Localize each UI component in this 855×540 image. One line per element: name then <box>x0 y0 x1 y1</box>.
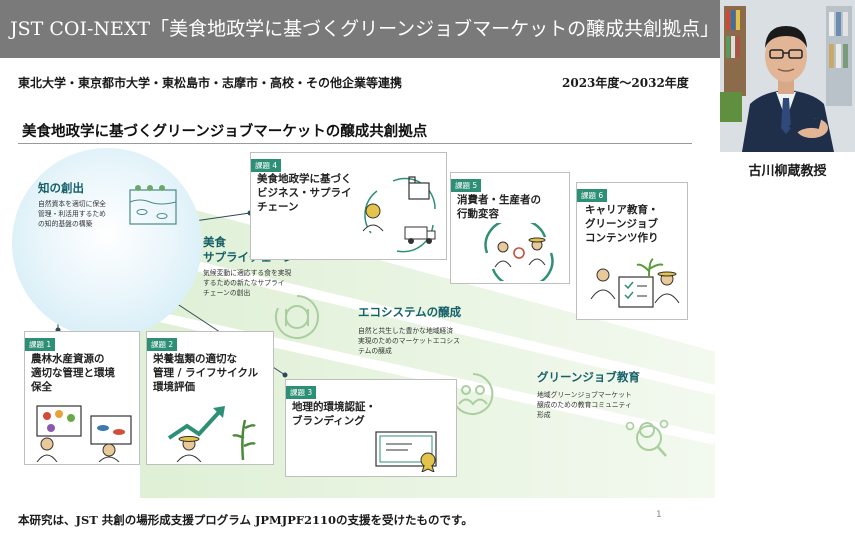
supply-chain-icon <box>362 176 436 253</box>
task-card-5: 課題 5 消費者・生産者の 行動変容 <box>450 172 570 284</box>
task-label: 消費者・生産者の 行動変容 <box>457 194 541 220</box>
knowledge-title: 知の創出 <box>38 181 84 195</box>
stage-ecosystem-title: エコシステムの醸成 <box>358 305 462 319</box>
page-number: 1 <box>656 510 662 520</box>
task-tag: 課題 3 <box>286 386 317 399</box>
professor-name: 古川柳蔵教授 <box>748 164 827 179</box>
task-label: 美食地政学に基づく ビジネス・サプライ チェーン <box>257 173 352 213</box>
diagram-title: 美食地政学に基づくグリーンジョブマーケットの醸成共創拠点 <box>22 124 428 140</box>
knowledge-circle <box>12 148 202 338</box>
task-tag: 課題 1 <box>25 338 56 351</box>
portrait-photo <box>720 0 855 152</box>
certificate-icon <box>375 431 437 472</box>
career-education-icon <box>590 258 680 308</box>
task-label: キャリア教育・ グリーンジョブ コンテンツ作り <box>585 204 659 244</box>
resource-management-icon <box>36 405 132 462</box>
task-card-6: 課題 6 キャリア教育・ グリーンジョブ コンテンツ作り <box>576 182 688 320</box>
period-text: 2023年度～2032年度 <box>562 76 689 90</box>
task-card-4: 課題 4 美食地政学に基づく ビジネス・サプライ チェーン <box>250 152 447 260</box>
task-tag: 課題 5 <box>451 179 482 192</box>
task-label: 栄養塩類の適切な 管理 / ライフサイクル 環境評価 <box>153 353 259 393</box>
task-card-3: 課題 3 地理的環境認証・ ブランディング <box>285 379 457 477</box>
aquaculture-icon <box>129 185 177 225</box>
behavior-change-icon <box>484 223 554 281</box>
stage-ecosystem-desc: 自然と共生した豊かな地域経済 実現のためのマーケットエコシス テムの醸成 <box>358 327 460 355</box>
task-tag: 課題 4 <box>251 159 282 172</box>
stage-education-desc: 地域グリーンジョブマーケット 醸成のための教育コミュニティ 形成 <box>537 391 632 419</box>
task-tag: 課題 2 <box>147 338 178 351</box>
title-underline <box>18 143 692 144</box>
task-card-1: 課題 1 農林水産資源の 適切な管理と環境 保全 <box>24 331 140 465</box>
learning-community-icon <box>625 419 669 457</box>
diagram-background <box>55 194 717 498</box>
slide-title: JST COI-NEXT「美食地政学に基づくグリーンジョブマーケットの醸成共創拠… <box>10 18 720 40</box>
lifecycle-assessment-icon <box>167 406 256 462</box>
stage-supply-chain-desc: 気候変動に適応する食を実現 するための新たなサプライ チェーンの創出 <box>203 269 292 297</box>
task-card-2: 課題 2 栄養塩類の適切な 管理 / ライフサイクル 環境評価 <box>146 331 274 465</box>
funding-note: 本研究は、JST 共創の場形成支援プログラム JPMJPF2110の支援を受けた… <box>18 513 473 527</box>
task-label: 農林水産資源の 適切な管理と環境 保全 <box>31 353 115 393</box>
stage-education-title: グリーンジョブ教育 <box>537 370 640 384</box>
partners-text: 東北大学・東京都市大学・東松島市・志摩市・高校・その他企業等連携 <box>18 76 403 90</box>
title-bar: JST COI-NEXT「美食地政学に基づくグリーンジョブマーケットの醸成共創拠… <box>0 0 720 58</box>
task-label: 地理的環境認証・ ブランディング <box>292 401 376 427</box>
knowledge-desc: 自然資本を適切に保全 管理・利活用するため の知的基盤の構築 <box>38 200 106 228</box>
dining-cycle-icon <box>275 295 319 339</box>
task-tag: 課題 6 <box>577 189 608 202</box>
